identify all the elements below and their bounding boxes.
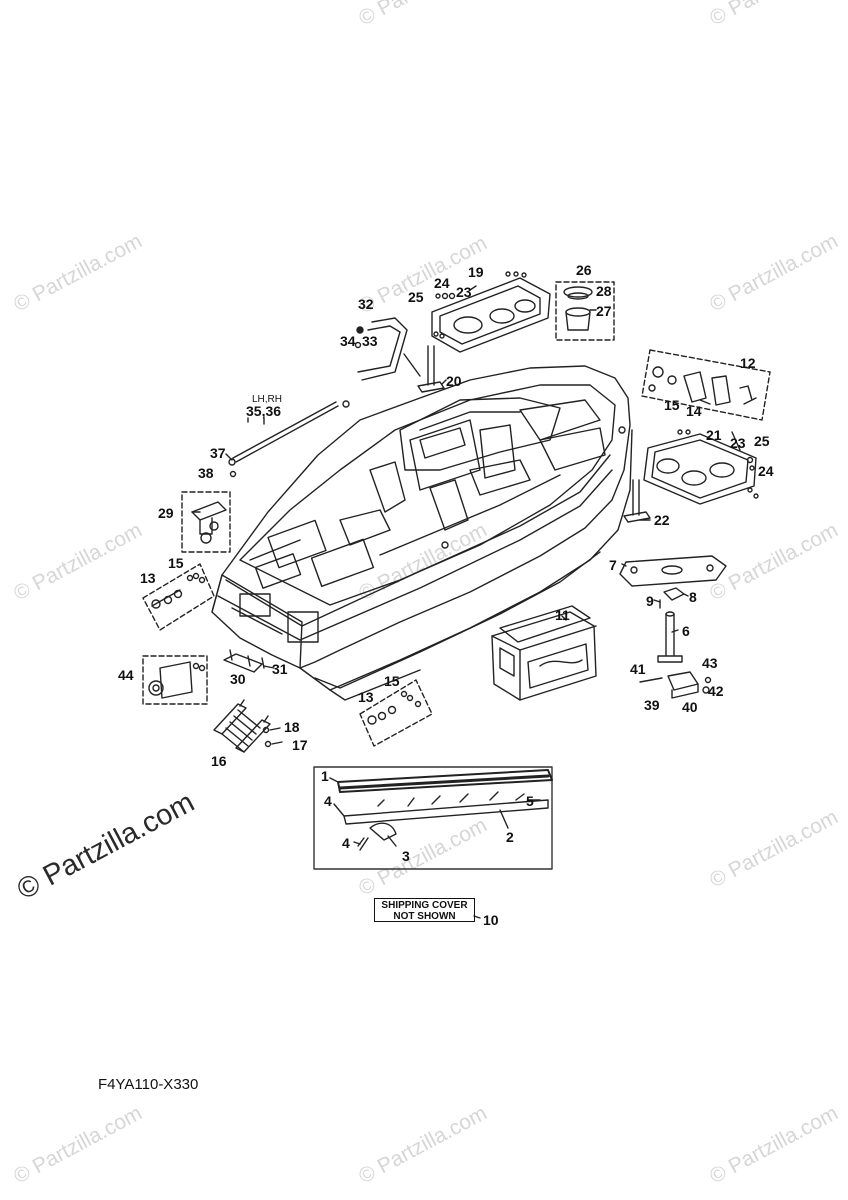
callout-33: 33 [362,333,378,349]
boarding-ladder [213,699,271,753]
callout-29: 29 [158,505,174,521]
cup-holder-tray-21 [643,429,759,505]
handrail-bar [357,317,408,381]
callout-18: 18 [284,719,300,735]
callout-13: 13 [358,689,374,705]
callout-26: 26 [576,262,592,278]
callout-38: 38 [198,465,214,481]
callout-1: 1 [321,768,329,784]
shipping-note-line2: NOT SHOWN [393,911,456,922]
callout-15: 15 [664,397,680,413]
callout-20: 20 [446,373,462,389]
callout-4: 4 [342,835,350,851]
callout-32: 32 [358,296,374,312]
callout-15: 15 [168,555,184,571]
cup-holder-tray-19 [431,271,551,353]
callout-23: 23 [730,435,746,451]
callout-4: 4 [324,793,332,809]
side-note: LH,RH [252,394,282,405]
callout-15: 15 [384,673,400,689]
table-pole [657,611,683,663]
boat-hull [211,365,633,701]
callout-27: 27 [596,303,612,319]
callout-42: 42 [708,683,724,699]
callout-31: 31 [272,661,288,677]
callout-24: 24 [758,463,774,479]
callout-13: 13 [140,570,156,586]
callout-44: 44 [118,667,134,683]
callout-2: 2 [506,829,514,845]
callout-3: 3 [402,848,410,864]
cooler [491,605,597,701]
callout-41: 41 [630,661,646,677]
callout-35-36: 35,36 [246,403,281,419]
table-top [619,555,727,587]
callout-11: 11 [555,607,570,623]
callout-17: 17 [292,737,308,753]
rod [232,401,339,463]
callout-43: 43 [702,655,718,671]
callout-34: 34 [340,333,356,349]
callout-8: 8 [689,589,697,605]
callout-39: 39 [644,697,660,713]
shipping-cover-note: SHIPPING COVER NOT SHOWN [374,898,475,922]
shipping-note-line1: SHIPPING COVER [381,900,468,911]
callout-19: 19 [468,264,484,280]
callout-28: 28 [596,283,612,299]
callout-7: 7 [609,557,617,573]
callout-23: 23 [456,284,472,300]
callout-16: 16 [211,753,227,769]
callout-37: 37 [210,445,226,461]
callout-14: 14 [686,403,702,419]
callout-25: 25 [408,289,424,305]
callout-10: 10 [483,912,499,928]
callout-24: 24 [434,275,450,291]
callout-22: 22 [654,512,670,528]
callout-5: 5 [526,793,534,809]
callout-25: 25 [754,433,770,449]
callout-9: 9 [646,593,654,609]
callout-21: 21 [706,427,722,443]
callout-40: 40 [682,699,698,715]
callout-12: 12 [740,355,756,371]
callout-30: 30 [230,671,246,687]
callout-6: 6 [682,623,690,639]
diagram-code: F4YA110-X330 [98,1076,199,1093]
